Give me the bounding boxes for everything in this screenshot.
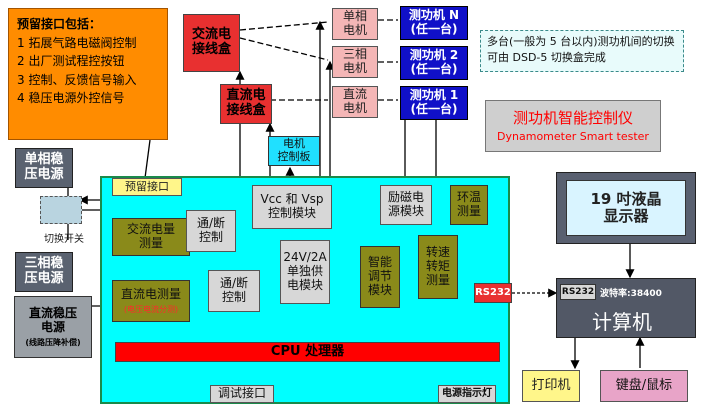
ambient-temp-measurement: 环温 测量	[450, 185, 488, 225]
switch-block[interactable]	[40, 196, 82, 224]
dc-measurement-note: (电压电流分测)	[123, 304, 179, 314]
excitation-module: 励磁电 源模块	[380, 185, 432, 225]
single-phase-motor: 单相 电机	[332, 8, 378, 40]
power-supply-module: 24V/2A 单独供 电模块	[280, 240, 330, 304]
reserved-item: 4 稳压电源外控信号	[17, 91, 125, 106]
ac-dc-junction-box: 交流电 接线盒	[183, 14, 240, 72]
rs232-port-pc[interactable]: RS232	[560, 284, 596, 300]
rs232-port-main[interactable]: RS232	[474, 283, 512, 303]
reserved-item: 2 出厂测试程控按钮	[17, 54, 125, 69]
dc-junction-box: 直流电 接线盒	[220, 84, 272, 124]
reserved-interfaces-callout: 预留接口包括： 1 拓展气路电磁阀控制 2 出厂测试程控按钮 3 控制、反馈信号…	[8, 8, 168, 140]
reserved-port[interactable]: 预留接口	[112, 178, 182, 196]
single-phase-power-supply: 单相稳 压电源	[15, 148, 73, 188]
motor-control-board: 电机 控制板	[268, 136, 320, 166]
three-phase-motor: 三相 电机	[332, 46, 378, 78]
onoff-control-1: 通/断 控制	[186, 210, 236, 252]
keyboard-mouse: 键盘/鼠标	[600, 370, 688, 402]
switch-label: 切换开关	[44, 234, 84, 245]
dynamometer-n: 测功机 N (任一台)	[400, 6, 468, 40]
switch-note: 多台(一般为 5 台以内)测功机间的切换可由 DSD-5 切换盒完成	[480, 30, 684, 72]
debug-port[interactable]: 调试接口	[210, 385, 274, 403]
smart-regulation-module: 智能 调节 模块	[360, 246, 400, 308]
dc-power-label: 直流稳压 电源	[28, 306, 77, 334]
computer-label: 计算机	[592, 310, 652, 334]
dc-measurement: 直流电测量 (电压电流分测)	[112, 280, 190, 322]
onoff-control-2: 通/断 控制	[208, 270, 260, 312]
baud-rate: 波特率:38400	[600, 289, 662, 299]
ac-measurement: 交流电量 测量	[112, 218, 190, 256]
dc-motor: 直流 电机	[332, 86, 378, 118]
reserved-title: 预留接口包括：	[17, 17, 102, 31]
reserved-item: 1 拓展气路电磁阀控制	[17, 35, 137, 50]
instrument-title: 测功机智能控制仪	[512, 109, 633, 127]
dynamometer-1: 测功机 1 (任一台)	[400, 86, 468, 120]
dc-power-supply: 直流稳压 电源 (线路压降补偿)	[14, 296, 92, 358]
dc-power-note: (线路压降补偿)	[25, 337, 81, 347]
dc-measurement-label: 直流电测量	[120, 287, 181, 301]
instrument-subtitle: Dynamometer Smart tester	[497, 130, 649, 143]
instrument-title-box: 测功机智能控制仪 Dynamometer Smart tester	[485, 100, 661, 152]
reserved-item: 3 控制、反馈信号输入	[17, 72, 137, 87]
power-indicator: 电源指示灯	[438, 385, 496, 403]
printer: 打印机	[522, 370, 580, 402]
vcc-vsp-module: Vcc 和 Vsp 控制模块	[252, 185, 332, 229]
cpu-processor: CPU 处理器	[115, 342, 500, 362]
dynamometer-2: 测功机 2 (任一台)	[400, 46, 468, 80]
three-phase-power-supply: 三相稳 压电源	[15, 252, 73, 292]
lcd-display: 19 吋液晶 显示器	[566, 180, 686, 236]
speed-torque-measurement: 转速 转矩 测量	[418, 235, 458, 299]
